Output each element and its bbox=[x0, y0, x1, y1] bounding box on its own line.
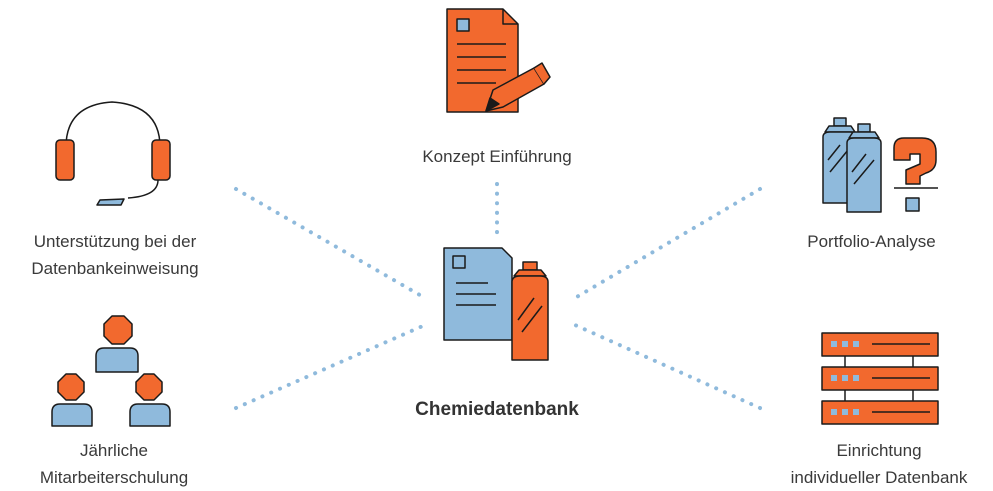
label-einrichtung-line-1: Einrichtung bbox=[836, 441, 922, 460]
headset-icon bbox=[55, 101, 171, 206]
connector-einrichtung bbox=[573, 323, 762, 410]
label-einrichtung: Einrichtung individueller Datenbank bbox=[765, 437, 993, 491]
connector-schulung bbox=[234, 323, 427, 410]
label-schulung: Jährliche Mitarbeiterschulung bbox=[0, 437, 228, 491]
label-schulung-line-2: Mitarbeiterschulung bbox=[39, 468, 189, 487]
label-konzept: Konzept Einführung bbox=[370, 143, 624, 170]
label-unterstuetzung: Unterstützung bei der Datenbankeinweisun… bbox=[0, 228, 230, 282]
label-konzept-line-1: Konzept Einführung bbox=[422, 147, 572, 166]
connectors bbox=[234, 182, 762, 410]
label-unterstuetzung-line-1: Unterstützung bei der bbox=[33, 232, 197, 251]
team-people-icon bbox=[51, 315, 171, 427]
center-title: Chemiedatenbank bbox=[415, 399, 579, 420]
label-einrichtung-line-2: individueller Datenbank bbox=[790, 468, 968, 487]
label-portfolio-line-1: Portfolio-Analyse bbox=[807, 232, 936, 251]
label-schulung-line-1: Jährliche bbox=[79, 441, 149, 460]
connector-portfolio bbox=[573, 187, 762, 300]
label-portfolio: Portfolio-Analyse bbox=[770, 228, 973, 255]
document-with-pen-icon bbox=[446, 8, 551, 113]
spray-cans-question-icon bbox=[822, 117, 938, 213]
label-unterstuetzung-line-2: Datenbankeinweisung bbox=[31, 259, 199, 278]
server-rack-icon bbox=[821, 332, 939, 425]
connector-unterstuetzung bbox=[234, 187, 427, 300]
document-and-spray-can-icon bbox=[443, 247, 549, 361]
